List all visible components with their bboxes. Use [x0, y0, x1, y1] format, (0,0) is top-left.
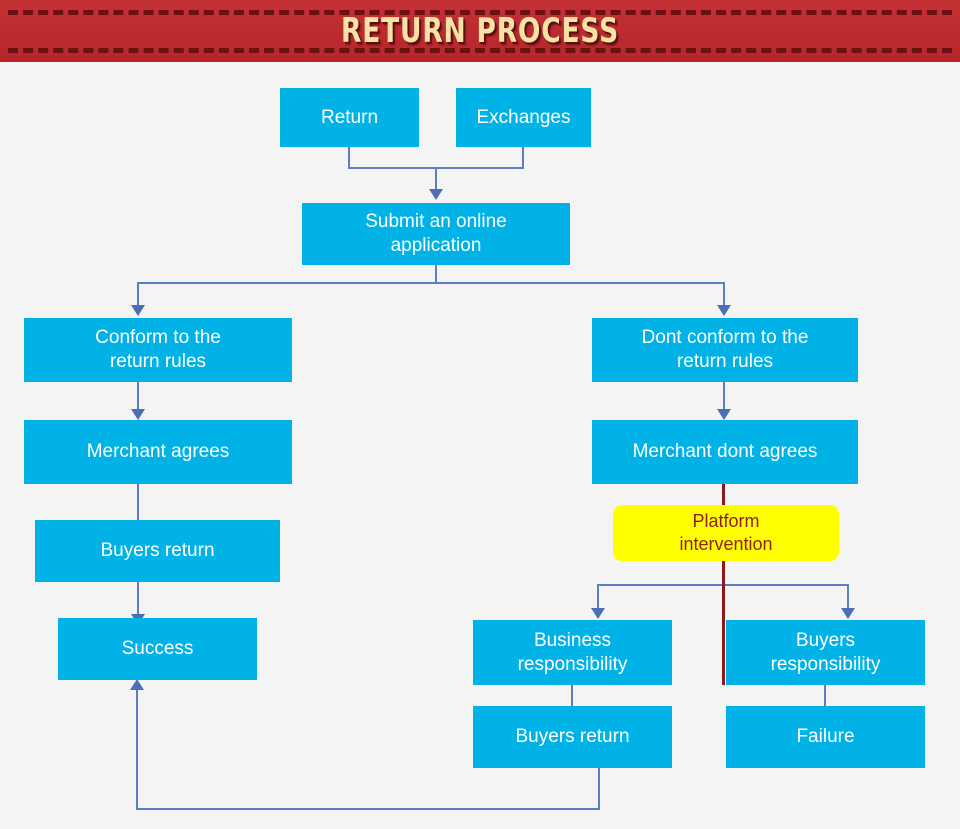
page-title: RETURN PROCESS — [341, 11, 619, 51]
node-merchant-agrees[interactable]: Merchant agrees — [24, 420, 292, 484]
flowchart-canvas: Return Exchanges Submit an online applic… — [0, 62, 960, 829]
node-conform-to-return-rules[interactable]: Conform to the return rules — [24, 318, 292, 382]
banner-dashed-line-top — [8, 10, 952, 15]
connector-platform-through — [722, 588, 725, 685]
arrowhead-to-merchant-dont-agrees — [717, 409, 731, 420]
arrowhead-to-buyers-responsibility — [841, 608, 855, 619]
node-merchant-dont-agrees[interactable]: Merchant dont agrees — [592, 420, 858, 484]
connector-conform-to-merchant — [137, 382, 139, 412]
connector-loop-up — [136, 690, 138, 810]
connector-business-to-buyers-return — [571, 685, 573, 707]
connector-split-right-down — [723, 282, 725, 307]
connector-split-horizontal — [137, 282, 725, 284]
node-exchanges[interactable]: Exchanges — [456, 88, 591, 147]
connector-merchant-to-buyers — [137, 484, 139, 527]
arrowhead-to-submit — [429, 189, 443, 200]
connector-buyers-to-success — [137, 582, 139, 619]
node-buyers-return-left[interactable]: Buyers return — [35, 520, 280, 582]
node-platform-intervention[interactable]: Platform intervention — [613, 505, 839, 561]
arrowhead-loop-to-success — [130, 679, 144, 690]
arrowhead-to-business-responsibility — [591, 608, 605, 619]
connector-loop-horizontal — [136, 808, 600, 810]
node-submit-online-application[interactable]: Submit an online application — [302, 203, 570, 265]
connector-loop-down — [598, 768, 600, 810]
node-buyers-return-middle[interactable]: Buyers return — [473, 706, 672, 768]
header-banner: RETURN PROCESS — [0, 0, 960, 62]
connector-exchanges-down — [522, 147, 524, 168]
connector-split-left-down — [137, 282, 139, 307]
node-buyers-responsibility[interactable]: Buyers responsibility — [726, 620, 925, 685]
node-return[interactable]: Return — [280, 88, 419, 147]
node-business-responsibility[interactable]: Business responsibility — [473, 620, 672, 685]
connector-buyers-resp-to-failure — [824, 685, 826, 707]
connector-return-down — [348, 147, 350, 168]
connector-platform-split-right-down — [847, 584, 849, 610]
node-success[interactable]: Success — [58, 618, 257, 680]
connector-dont-conform-to-merchant-dont — [723, 382, 725, 412]
node-failure[interactable]: Failure — [726, 706, 925, 768]
banner-dashed-line-bottom — [8, 48, 952, 53]
arrowhead-to-dont-conform — [717, 305, 731, 316]
arrowhead-to-conform — [131, 305, 145, 316]
connector-platform-split-left-down — [597, 584, 599, 610]
connector-merge-down — [435, 167, 437, 191]
node-dont-conform-to-return-rules[interactable]: Dont conform to the return rules — [592, 318, 858, 382]
arrowhead-to-merchant-agrees — [131, 409, 145, 420]
connector-submit-down — [435, 265, 437, 284]
